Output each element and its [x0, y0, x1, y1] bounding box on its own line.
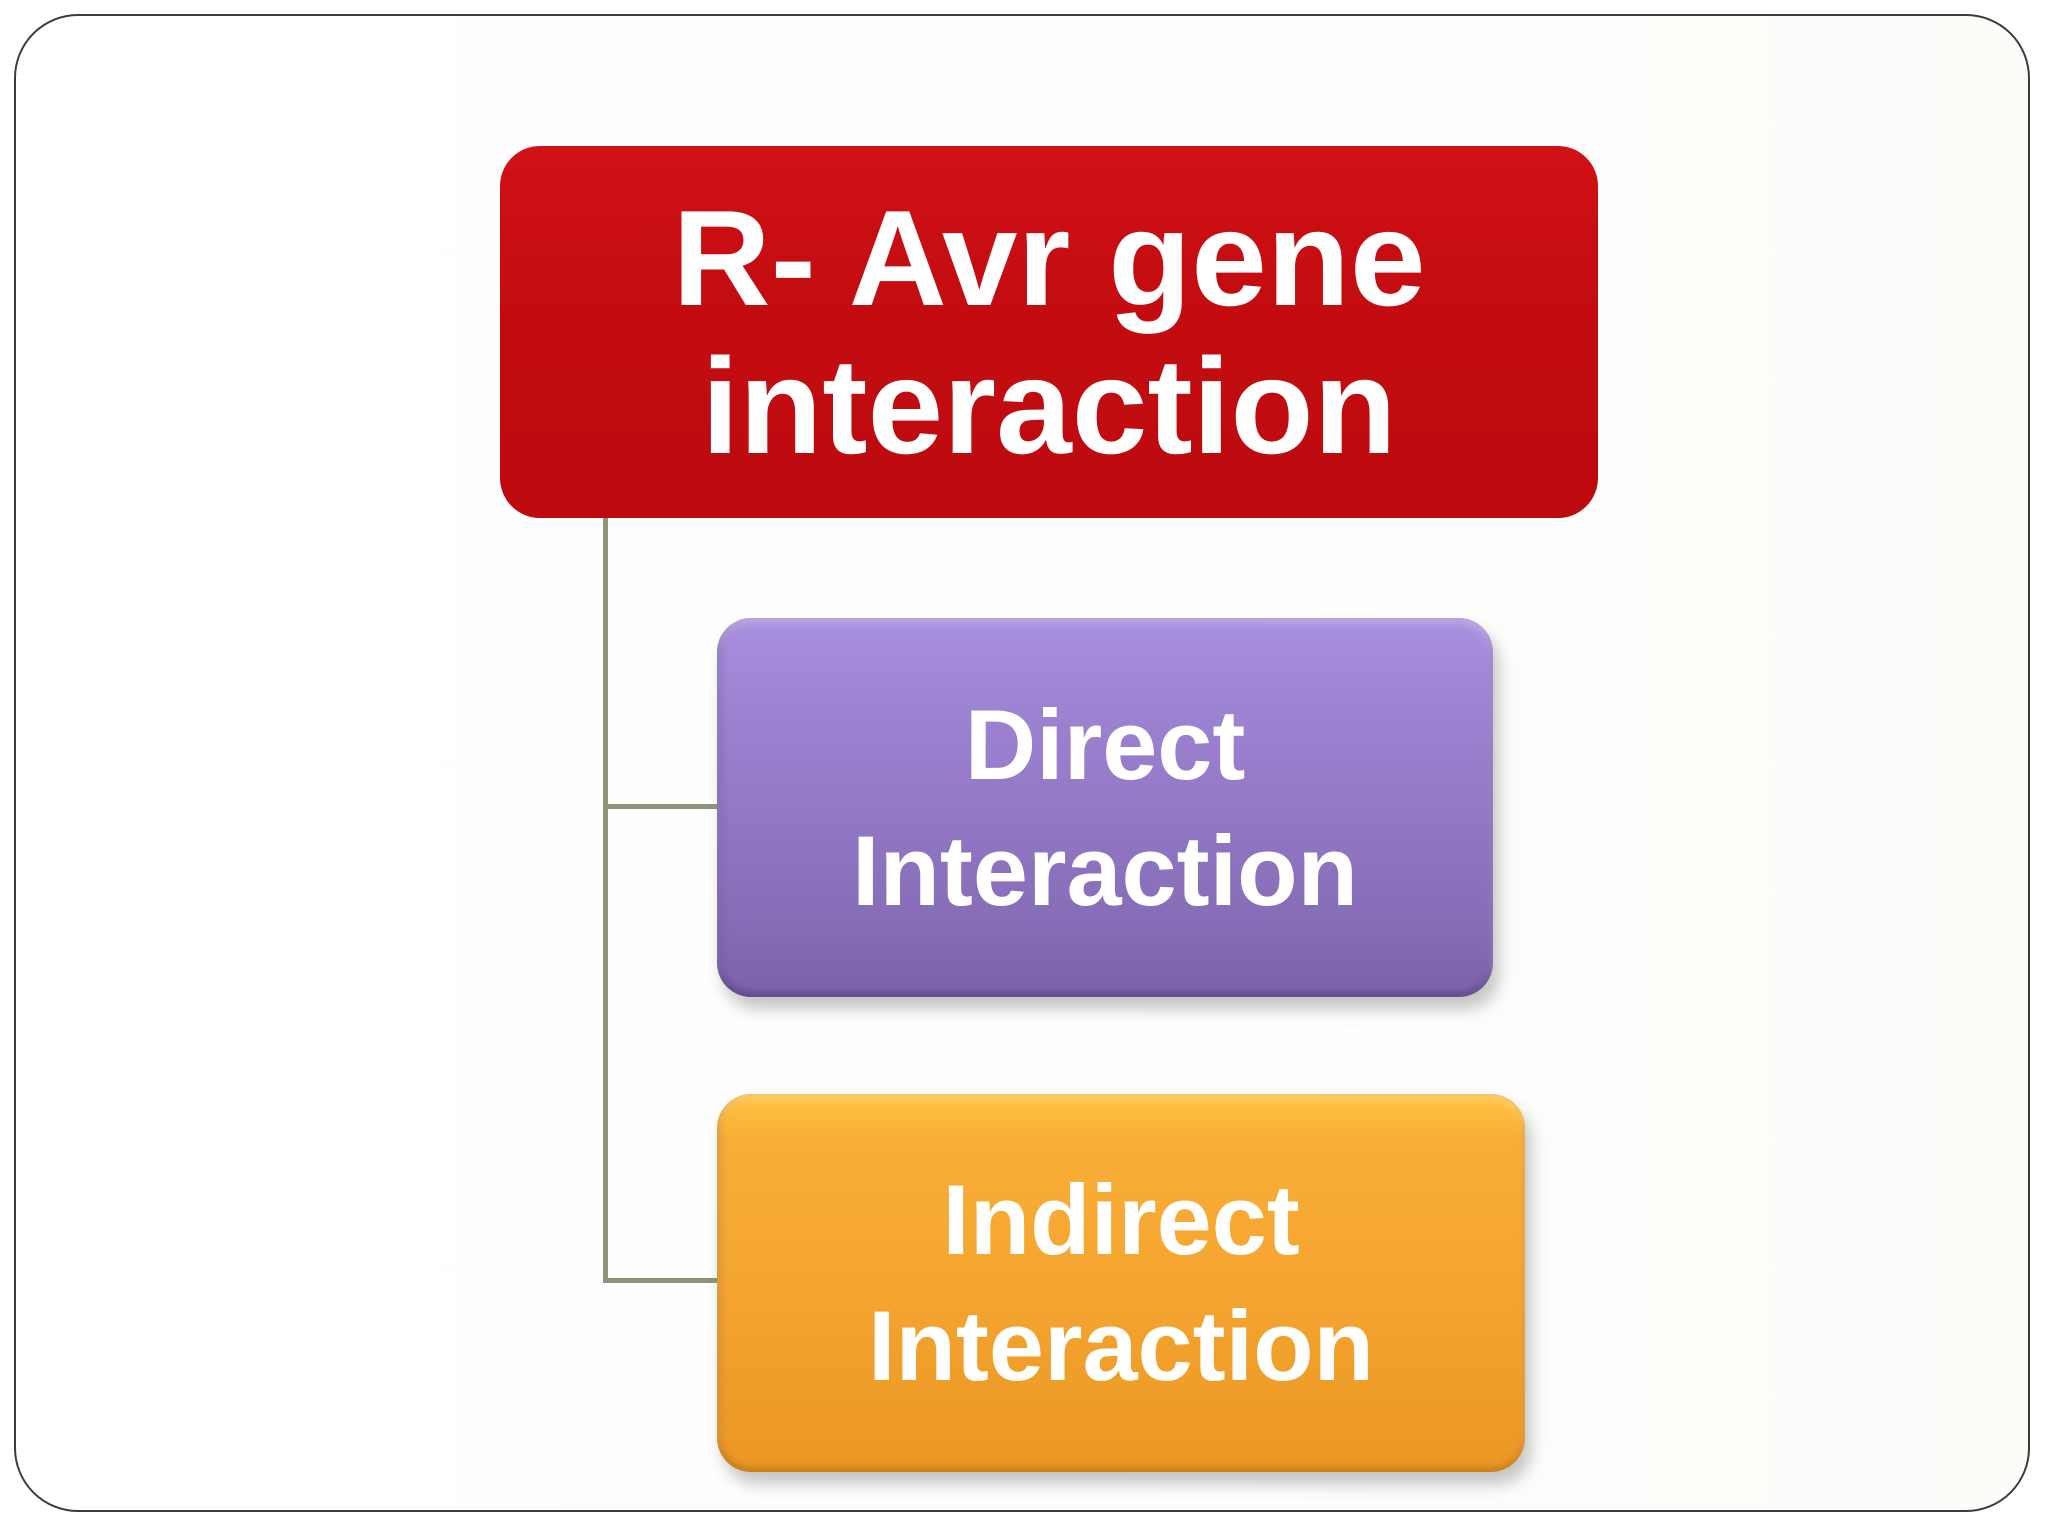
connector-trunk-line: [603, 518, 608, 1283]
node-indirect-label-line1: Indirect: [942, 1164, 1300, 1276]
node-root-label-line2: interaction: [701, 330, 1397, 482]
node-root-label-line1: R- Avr gene: [672, 181, 1426, 334]
node-indirect-interaction: Indirect Interaction: [717, 1094, 1525, 1472]
node-direct-label: Direct Interaction: [717, 682, 1493, 933]
node-indirect-label: Indirect Interaction: [717, 1157, 1525, 1408]
node-indirect-label-line2: Interaction: [867, 1290, 1375, 1401]
connector-branch-direct: [603, 804, 717, 809]
node-direct-interaction: Direct Interaction: [717, 618, 1493, 997]
node-root-label: R- Avr gene interaction: [500, 181, 1598, 482]
node-direct-label-line1: Direct: [964, 688, 1246, 800]
node-direct-label-line2: Interaction: [851, 814, 1359, 926]
connector-branch-indirect: [603, 1278, 717, 1283]
node-r-avr-gene-interaction: R- Avr gene interaction: [500, 146, 1598, 518]
